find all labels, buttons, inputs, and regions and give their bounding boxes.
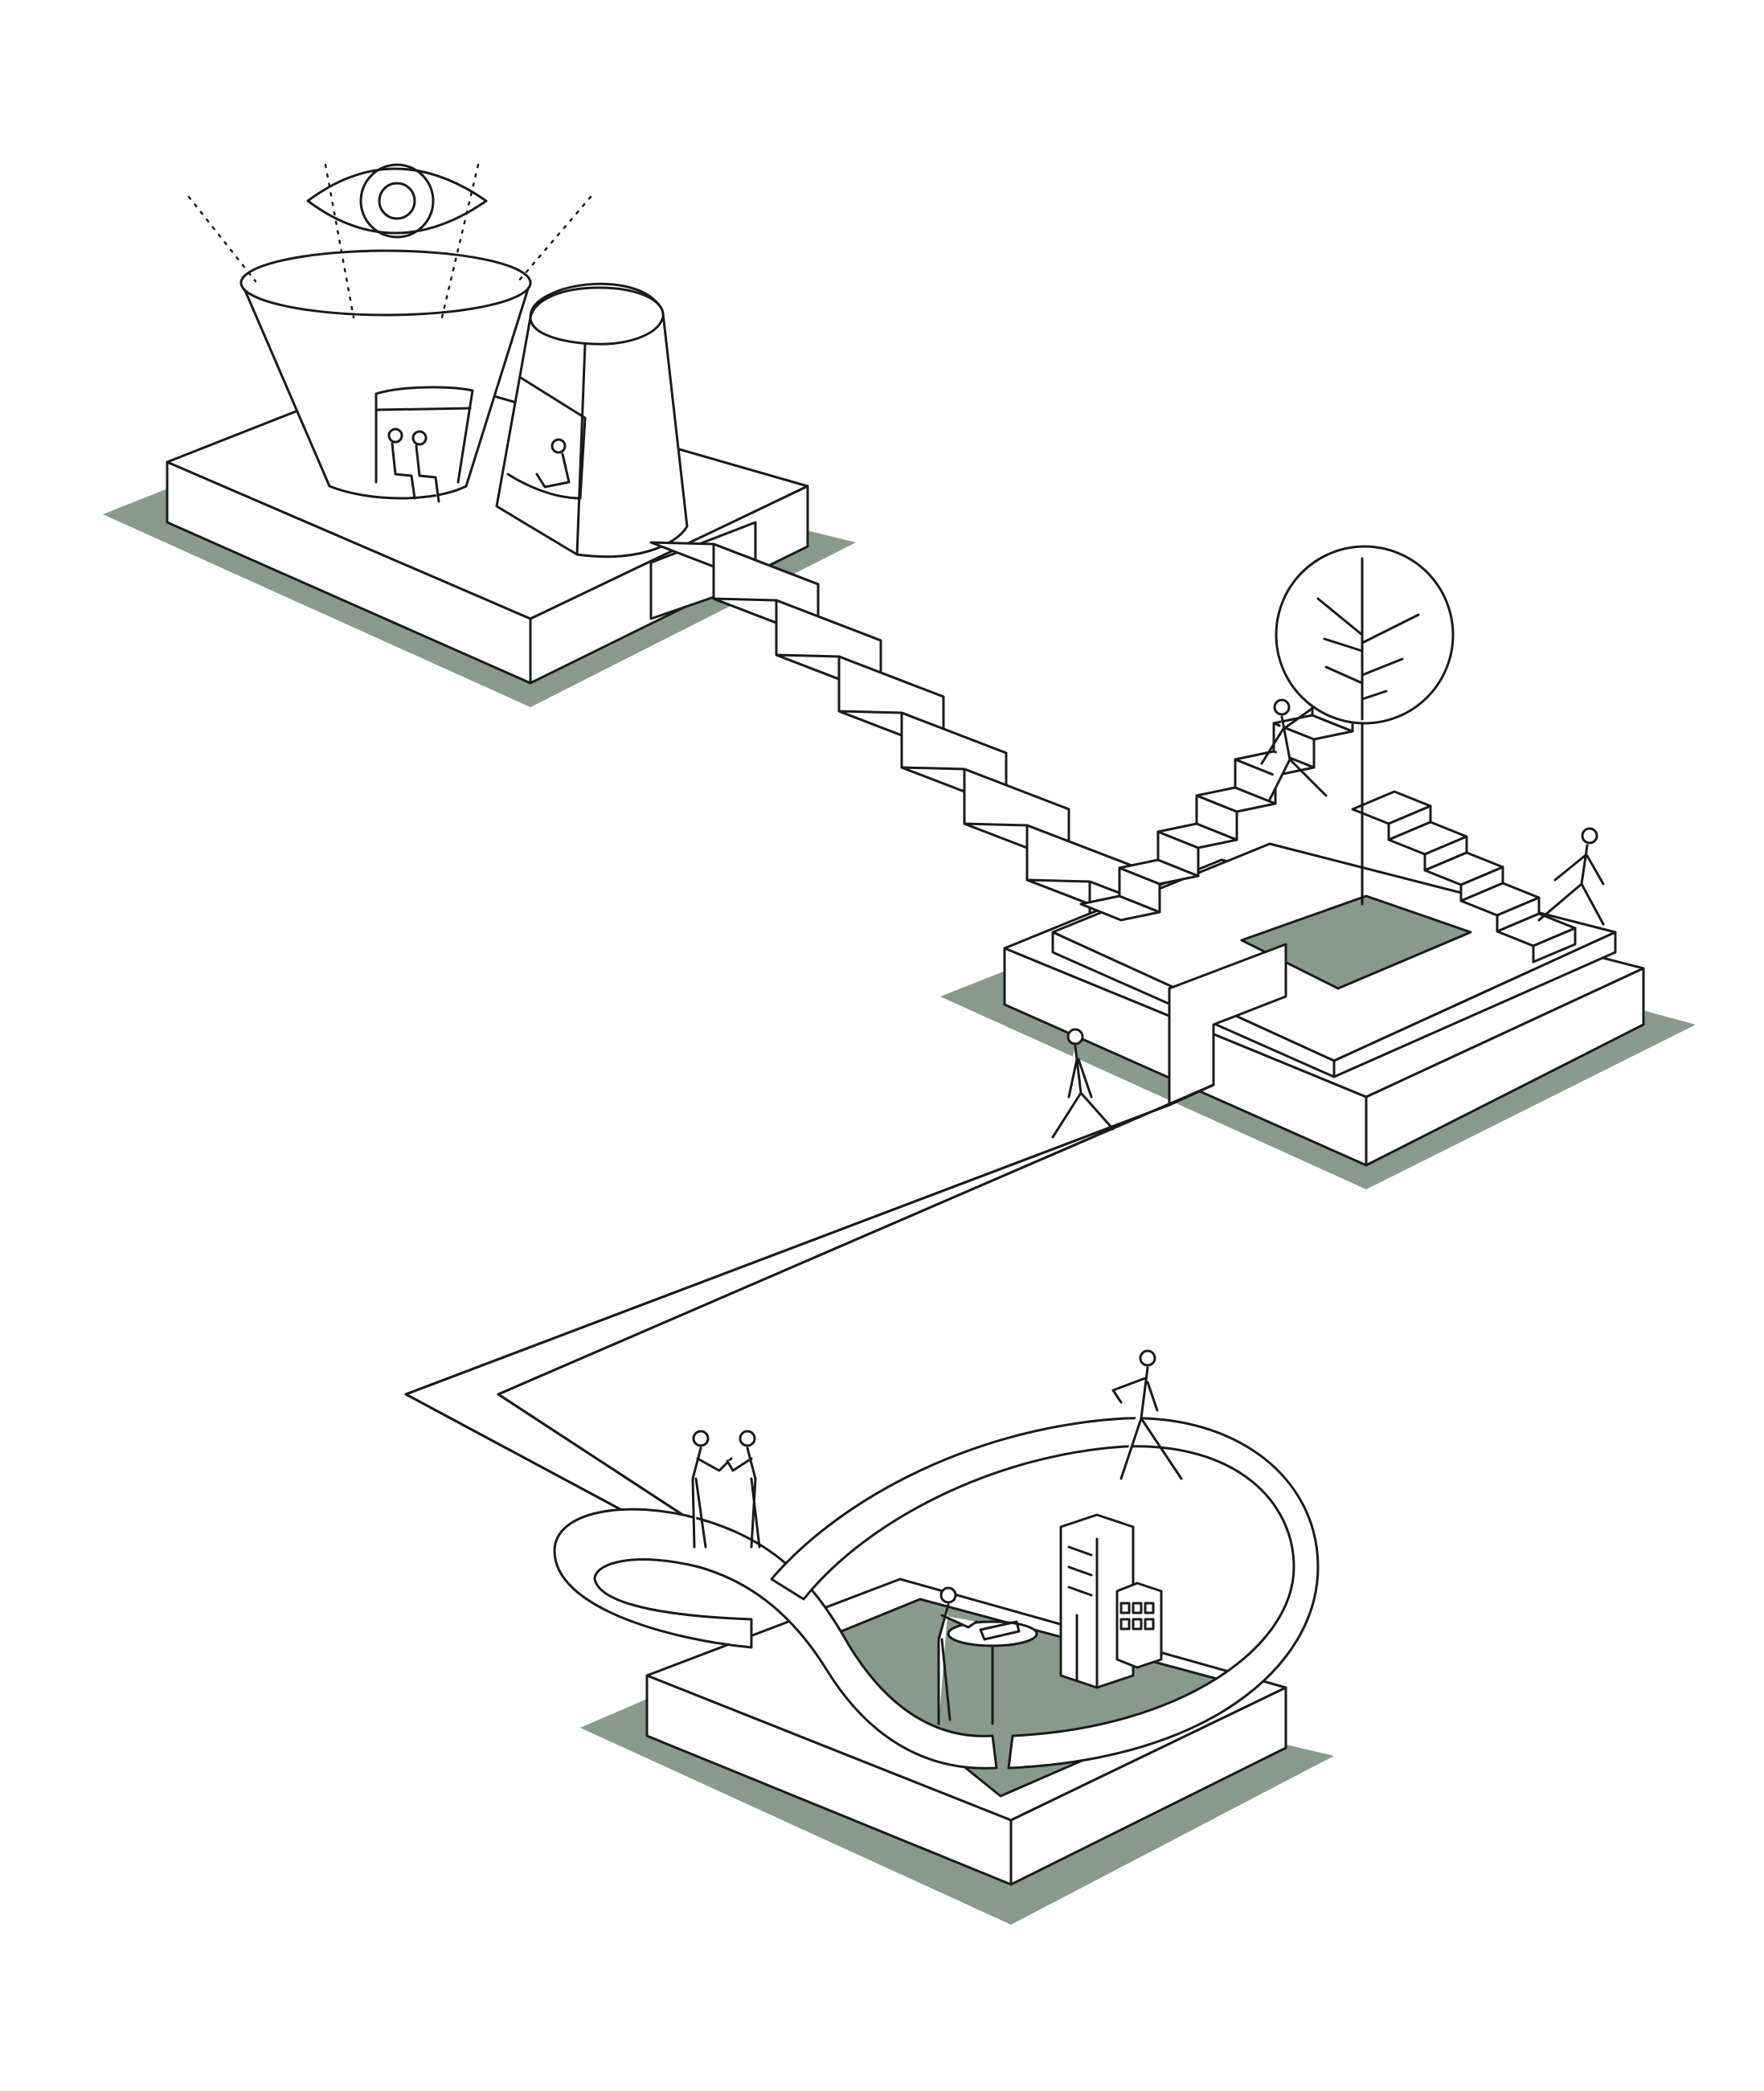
platform-bottom-slab-front-right <box>1009 1686 1287 1886</box>
sight-line <box>517 195 592 283</box>
funnel-doorway <box>374 386 474 484</box>
person-icon <box>1111 1349 1183 1480</box>
winding-path <box>404 1083 1215 1545</box>
stair-riser <box>1532 927 1577 964</box>
ribbon-left-loop <box>553 1508 998 1770</box>
building-icon <box>1115 1582 1163 1669</box>
table-icon <box>947 1620 1038 1725</box>
terrace-level-2-front-right <box>1332 931 1617 1078</box>
ribbon-right-loop <box>770 1417 1320 1770</box>
person-icon <box>535 438 571 489</box>
person-icon <box>1051 1028 1115 1139</box>
terrace-courtyard <box>1240 894 1472 990</box>
funnel-doorway-lintel <box>374 407 472 411</box>
tower-block-edge <box>575 342 587 556</box>
tree-icon <box>1275 545 1455 906</box>
person-icon <box>411 430 440 503</box>
tower-block-opening <box>506 376 587 500</box>
building-icon <box>1059 1513 1135 1689</box>
sight-line <box>187 195 257 283</box>
person-icon <box>387 428 416 500</box>
path-edge-outer <box>404 1103 1171 1545</box>
eye-icon <box>306 163 488 239</box>
funnel-rim <box>239 249 532 317</box>
infinity-ribbon <box>553 1417 1320 1770</box>
person-icon <box>1537 827 1605 926</box>
terrace-staircase-right <box>1351 790 1577 964</box>
sight-line <box>324 163 355 319</box>
funnel-structure <box>239 280 532 500</box>
terrace-base-front-right <box>1365 967 1645 1167</box>
person-icon <box>726 1430 761 1549</box>
observation-platform <box>166 163 809 685</box>
person-icon <box>1260 698 1328 801</box>
tower-block-top <box>529 286 665 346</box>
person-icon <box>937 1586 978 1725</box>
path-strip <box>404 1083 1215 1545</box>
path-edge-inner <box>497 1083 1215 1532</box>
sight-line <box>440 163 480 319</box>
